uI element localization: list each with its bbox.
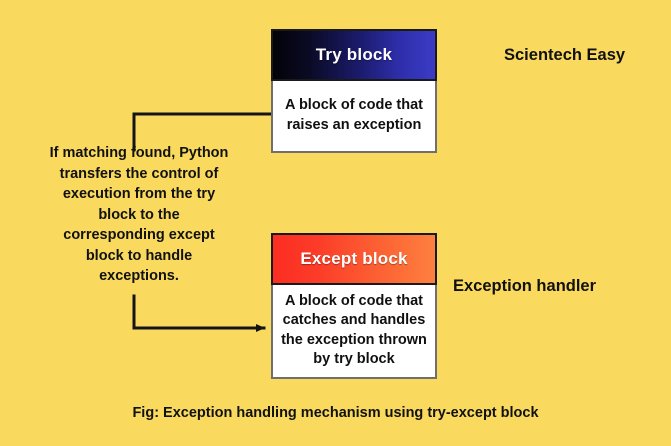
try-block-description: A block of code that raises an exception [271, 81, 437, 153]
figure-caption: Fig: Exception handling mechanism using … [132, 405, 539, 421]
try-block: Try block A block of code that raises an… [271, 29, 437, 153]
except-block-header: Except block [271, 233, 437, 285]
except-block-description: A block of code that catches and handles… [271, 285, 437, 379]
brand-label: Scientech Easy [504, 46, 626, 64]
exception-handler-label: Exception handler [453, 277, 597, 295]
connector-to-except-block [132, 294, 266, 332]
try-block-header: Try block [271, 29, 437, 81]
except-block: Except block A block of code that catche… [271, 233, 437, 379]
control-transfer-note: If matching found, Python transfers the … [49, 145, 229, 285]
